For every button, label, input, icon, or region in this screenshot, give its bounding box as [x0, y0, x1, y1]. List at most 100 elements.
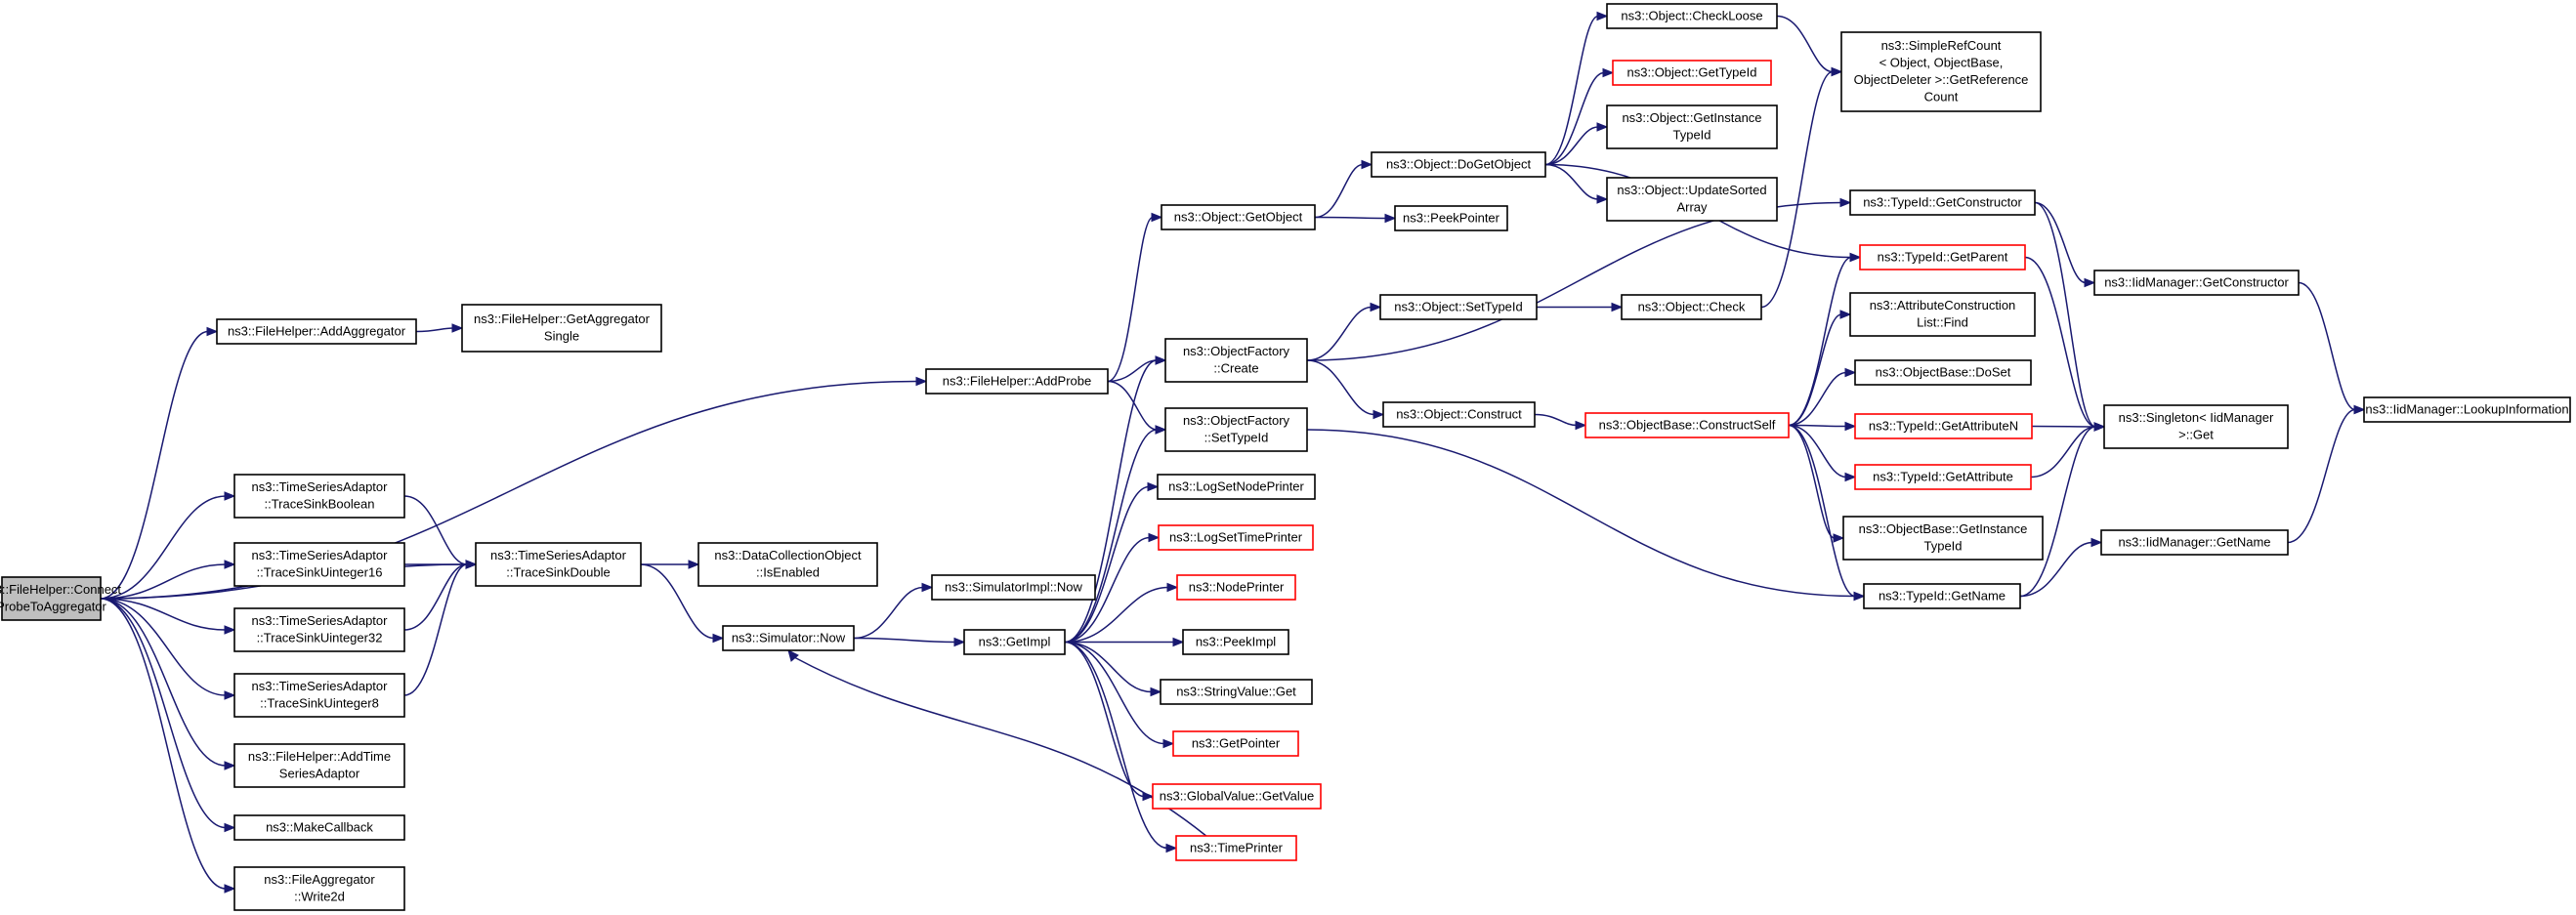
node-ts-u32[interactable]: ns3::TimeSeriesAdaptor::TraceSinkUintege…: [233, 607, 405, 652]
node-obj-get-type-id[interactable]: ns3::Object::GetTypeId: [1612, 60, 1772, 86]
node-box: [1, 576, 102, 621]
node-lookup-info[interactable]: ns3::IidManager::LookupInformation: [2363, 396, 2571, 423]
node-label-line: ns3::TypeId::GetConstructor: [1863, 194, 2022, 209]
node-label-line: ns3::GetImpl: [979, 634, 1051, 648]
node-label-line: ns3::TimeSeriesAdaptor: [252, 679, 389, 693]
node-time-printer[interactable]: ns3::TimePrinter: [1175, 835, 1297, 861]
node-label-line: < Object, ObjectBase,: [1879, 56, 2004, 70]
node-ts-u8[interactable]: ns3::TimeSeriesAdaptor::TraceSinkUintege…: [233, 673, 405, 718]
edge-arrowhead: [1844, 472, 1857, 482]
node-node-printer[interactable]: ns3::NodePrinter: [1176, 574, 1296, 601]
node-do-set[interactable]: ns3::ObjectBase::DoSet: [1854, 359, 2032, 386]
node-iid-get-constructor[interactable]: ns3::IidManager::GetConstructor: [2093, 270, 2300, 296]
node-of-create[interactable]: ns3::ObjectFactory::Create: [1164, 338, 1308, 383]
node-ts-u16[interactable]: ns3::TimeSeriesAdaptor::TraceSinkUintege…: [233, 542, 405, 587]
node-simple-ref-count[interactable]: ns3::SimpleRefCount< Object, ObjectBase,…: [1840, 31, 2042, 112]
node-label-line: ns3::PeekPointer: [1403, 210, 1500, 225]
node-label-line: TypeId: [1672, 128, 1710, 143]
node-string-value-get[interactable]: ns3::StringValue::Get: [1160, 679, 1313, 705]
edge-ts-u8-to-ts-double: [403, 563, 468, 696]
node-is-enabled[interactable]: ns3::DataCollectionObject::IsEnabled: [697, 542, 878, 587]
edge-get-impl-to-global-value: [1064, 641, 1145, 798]
edge-arrowhead: [1150, 686, 1162, 697]
node-label-line: ns3::GetPointer: [1192, 735, 1281, 750]
node-get-attribute[interactable]: ns3::TypeId::GetAttribute: [1854, 464, 2032, 490]
node-label-line: ns3::TimeSeriesAdaptor: [252, 613, 389, 628]
node-add-probe[interactable]: ns3::FileHelper::AddProbe: [925, 368, 1109, 395]
node-do-get-object[interactable]: ns3::Object::DoGetObject: [1371, 151, 1546, 178]
node-write2d[interactable]: ns3::FileAggregator::Write2d: [233, 866, 405, 911]
node-label-line: ::Create: [1213, 361, 1258, 376]
node-make-callback[interactable]: ns3::MakeCallback: [233, 814, 405, 841]
node-log-set-time[interactable]: ns3::LogSetTimePrinter: [1158, 524, 1314, 551]
node-label-line: ns3::FileHelper::AddAggregator: [228, 323, 406, 338]
edge-arrowhead: [1839, 310, 1852, 319]
node-get-parent[interactable]: ns3::TypeId::GetParent: [1859, 244, 2026, 270]
edge-arrowhead: [1147, 481, 1160, 492]
node-obj-construct[interactable]: ns3::Object::Construct: [1382, 401, 1536, 428]
edge-arrowhead: [1831, 66, 1843, 77]
edge-get-impl-to-log-set-time: [1064, 536, 1151, 644]
node-type-id-get-name[interactable]: ns3::TypeId::GetName: [1863, 583, 2021, 609]
node-get-pointer[interactable]: ns3::GetPointer: [1172, 730, 1299, 757]
node-label-line: ns3::ObjectFactory: [1183, 413, 1290, 428]
node-box: [963, 629, 1066, 655]
node-check-loose[interactable]: ns3::Object::CheckLoose: [1606, 3, 1778, 29]
edge-get-constructor-to-iid-get-constructor: [2034, 201, 2087, 284]
node-label-line: ns3::MakeCallback: [266, 819, 373, 834]
node-iid-get-name[interactable]: ns3::IidManager::GetName: [2100, 529, 2289, 556]
node-label-line: ns3::Object::GetInstance: [1622, 110, 1761, 125]
edge-do-get-object-to-update-sorted: [1544, 163, 1599, 200]
node-sim-impl-now[interactable]: ns3::SimulatorImpl::Now: [931, 574, 1096, 601]
node-label-line: ::TraceSinkUinteger32: [257, 631, 383, 645]
node-box: [722, 625, 855, 651]
node-box: [1842, 516, 2044, 561]
node-label-line: ns3::LogSetNodePrinter: [1168, 478, 1304, 493]
edge-arrowhead: [1166, 582, 1179, 593]
node-obj-check[interactable]: ns3::Object::Check: [1621, 294, 1762, 320]
edge-get-object-to-do-get-object: [1314, 163, 1364, 219]
node-root[interactable]: ns3::FileHelper::ConnectProbeToAggregato…: [0, 576, 121, 621]
node-label-line: ns3::PeekImpl: [1196, 634, 1276, 648]
edge-sim-now-to-sim-impl-now: [853, 586, 924, 640]
node-add-aggregator[interactable]: ns3::FileHelper::AddAggregator: [216, 318, 417, 345]
edge-arrowhead: [224, 761, 236, 770]
node-construct-self[interactable]: ns3::ObjectBase::ConstructSelf: [1584, 412, 1790, 438]
node-box: [233, 474, 405, 519]
node-label-line: ns3::FileHelper::AddTime: [248, 749, 391, 764]
node-ts-bool[interactable]: ns3::TimeSeriesAdaptor::TraceSinkBoolean: [233, 474, 405, 519]
node-ts-double[interactable]: ns3::TimeSeriesAdaptor::TraceSinkDouble: [475, 542, 642, 587]
node-box: [1584, 412, 1790, 438]
edge-ts-bool-to-ts-double: [403, 495, 468, 565]
edge-arrowhead: [224, 690, 236, 700]
edge-type-id-get-name-to-iid-get-name: [2019, 541, 2093, 598]
node-box: [1394, 205, 1508, 231]
node-label-line: ns3::ObjectBase::GetInstance: [1859, 521, 2028, 536]
node-box: [1849, 189, 2036, 216]
node-of-set-type-id[interactable]: ns3::ObjectFactory::SetTypeId: [1164, 407, 1308, 452]
node-get-constructor[interactable]: ns3::TypeId::GetConstructor: [1849, 189, 2036, 216]
node-get-attribute-n[interactable]: ns3::TypeId::GetAttributeN: [1854, 413, 2033, 439]
node-log-set-node[interactable]: ns3::LogSetNodePrinter: [1157, 474, 1316, 500]
node-singleton-get[interactable]: ns3::Singleton< IidManager>::Get: [2103, 404, 2289, 449]
node-box: [1612, 60, 1772, 86]
node-obj-set-type-id[interactable]: ns3::Object::SetTypeId: [1379, 294, 1538, 320]
node-get-object[interactable]: ns3::Object::GetObject: [1161, 204, 1316, 230]
edge-get-constructor-to-singleton-get: [2034, 201, 2096, 428]
edge-get-impl-to-of-set-type-id: [1064, 429, 1158, 644]
node-global-value[interactable]: ns3::GlobalValue::GetValue: [1152, 783, 1322, 810]
edge-get-impl-to-time-printer: [1064, 641, 1168, 850]
edge-arrowhead: [2093, 422, 2106, 432]
node-box: [1854, 359, 2032, 386]
node-sim-now[interactable]: ns3::Simulator::Now: [722, 625, 855, 651]
node-label-line: ns3::AttributeConstruction: [1870, 298, 2016, 312]
node-get-impl[interactable]: ns3::GetImpl: [963, 629, 1066, 655]
node-peek-impl[interactable]: ns3::PeekImpl: [1182, 629, 1289, 655]
node-peek-pointer[interactable]: ns3::PeekPointer: [1394, 205, 1508, 231]
